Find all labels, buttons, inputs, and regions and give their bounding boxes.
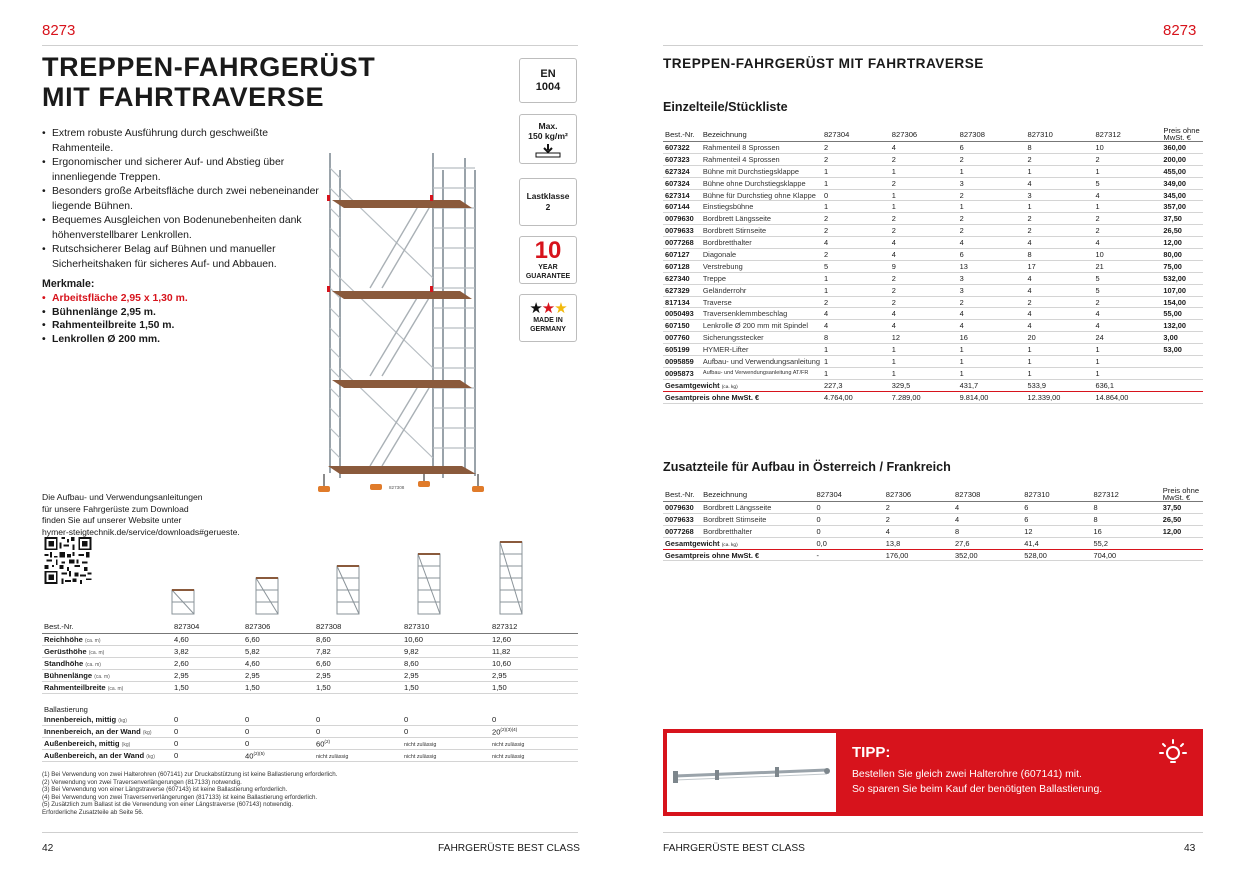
header-rule-left	[42, 45, 578, 46]
table-row: Ballastierung	[44, 704, 88, 714]
page-title: TREPPEN-FAHRGERÜST MIT FAHRTRAVERSE	[42, 52, 482, 112]
right-page-heading: TREPPEN-FAHRGERÜST MIT FAHRTRAVERSE	[663, 56, 984, 71]
merkmal-item: Lenkrollen Ø 200 mm.	[42, 333, 188, 347]
download-link[interactable]: hymer-steigtechnik.de/service/downloads#…	[42, 526, 240, 537]
extra-parts-title: Zusatzteile für Aufbau in Österreich / F…	[663, 460, 951, 474]
merkmale-title: Merkmale:	[42, 278, 95, 290]
tip-image-panel	[667, 733, 836, 812]
lightbulb-icon	[1159, 739, 1187, 763]
tip-text: Bestellen Sie gleich zwei Halterohre (60…	[852, 769, 1103, 795]
merkmal-item: Bühnenlänge 2,95 m.	[42, 306, 188, 320]
illustration-label: 827308	[389, 485, 405, 490]
halterohr-image	[673, 767, 830, 783]
feature-item: Rutschsicherer Belag auf Bühnen und manu…	[42, 243, 332, 272]
merkmal-item: Rahmenteilbreite 1,50 m.	[42, 319, 188, 333]
footnotes: (1) Bei Verwendung von zwei Halterohren …	[42, 771, 338, 816]
feature-list: Extrem robuste Ausführung durch geschwei…	[42, 127, 332, 272]
scaffold-size-thumbnails	[171, 541, 523, 615]
table-row: Best.-Nr. 827304 827306 827308 827310 82…	[42, 621, 578, 634]
footer-title-left: FAHRGERÜSTE BEST CLASS	[438, 843, 580, 854]
lastklasse-badge: Lastklasse 2	[519, 178, 577, 226]
parts-list-title: Einzelteile/Stückliste	[663, 100, 788, 114]
title-line-1: TREPPEN-FAHRGERÜST	[42, 52, 376, 82]
guarantee-badge: 10 YEAR GUARANTEE	[519, 236, 577, 284]
max-load-badge: Max. 150 kg/m²	[519, 114, 577, 164]
spec-table: Best.-Nr. 827304 827306 827308 827310 82…	[42, 621, 578, 763]
load-arrow-icon	[535, 144, 561, 158]
made-in-germany-badge: ★★★ MADE IN GERMANY	[519, 294, 577, 342]
page-code-left: 8273	[42, 22, 76, 39]
merkmal-item: Arbeitsfläche 2,95 x 1,30 m.	[42, 292, 188, 306]
title-line-2: MIT FAHRTRAVERSE	[42, 82, 325, 112]
feature-item: Extrem robuste Ausführung durch geschwei…	[42, 127, 332, 156]
en-1004-badge: EN 1004	[519, 58, 577, 103]
download-info: Die Aufbau- und Verwendungsanleitungen f…	[42, 492, 282, 538]
feature-item: Besonders große Arbeitsfläche durch zwei…	[42, 185, 332, 214]
scaffold-illustration	[318, 153, 484, 492]
feature-item: Ergonomischer und sicherer Auf- und Abst…	[42, 156, 332, 185]
page-code-right: 8273	[1163, 22, 1197, 39]
footer-rule-left	[42, 832, 578, 833]
page-number-right: 43	[1184, 843, 1196, 854]
qr-code-icon[interactable]	[43, 537, 93, 584]
feature-item: Bequemes Ausgleichen von Bodenunebenheit…	[42, 214, 332, 243]
three-stars-icon: ★★★	[529, 300, 567, 317]
footer-rule-right	[663, 832, 1203, 833]
header-rule-right	[663, 45, 1203, 46]
footer-title-right: FAHRGERÜSTE BEST CLASS	[663, 843, 805, 854]
page-number-left: 42	[42, 843, 54, 854]
merkmale-list: Arbeitsfläche 2,95 x 1,30 m. Bühnenlänge…	[42, 292, 188, 346]
tip-title: TIPP:	[852, 744, 891, 761]
